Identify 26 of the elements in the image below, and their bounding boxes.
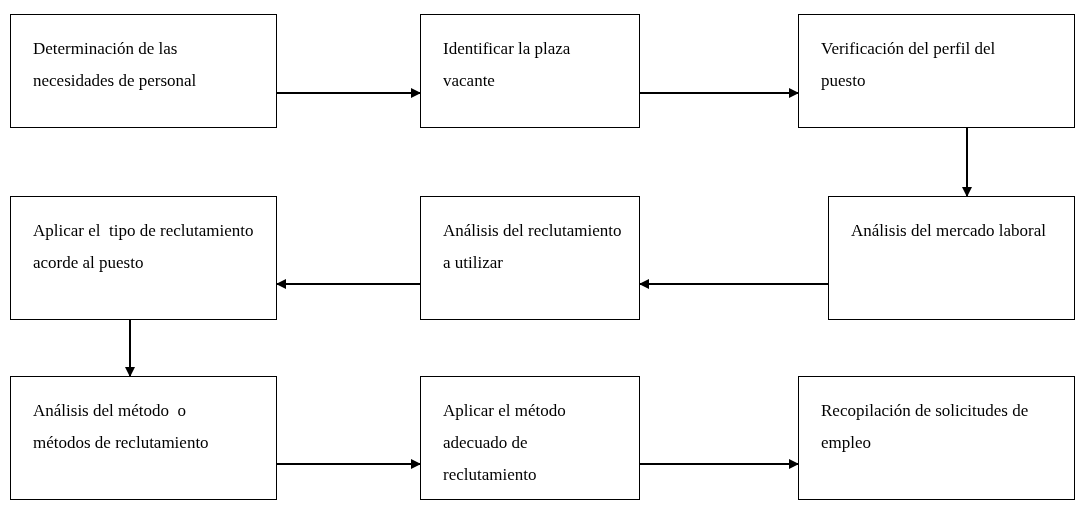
arrow: [276, 279, 421, 289]
arrow: [276, 88, 421, 98]
arrow: [125, 319, 135, 377]
step-text: Verificación del perfil del puesto: [821, 38, 996, 92]
step-text: Determinación de las necesidades de personal: [33, 38, 198, 92]
step-text: Análisis del reclutamiento a utilizar: [443, 220, 623, 274]
step-text: Análisis del mercado laboral: [851, 220, 1047, 242]
arrow: [639, 459, 799, 469]
process-box: [420, 376, 640, 500]
step-text: Aplicar el tipo de reclutamiento acorde al puesto: [33, 220, 255, 274]
process-box: [10, 196, 277, 320]
arrow: [639, 279, 829, 289]
arrow: [276, 459, 421, 469]
process-box: [10, 14, 277, 128]
process-box: [798, 14, 1075, 128]
process-box: [420, 196, 640, 320]
step-text: Recopilación de solicitudes de empleo: [821, 400, 1030, 454]
process-box: [420, 14, 640, 128]
process-box: [10, 376, 277, 500]
arrow: [962, 127, 972, 197]
step-text: Análisis del método o métodos de reclutamiento: [33, 400, 210, 454]
process-box: [828, 196, 1075, 320]
process-box: [798, 376, 1075, 500]
step-text: Aplicar el método adecuado de reclutamiento: [443, 400, 567, 486]
step-text: Identificar la plaza vacante: [443, 38, 572, 92]
arrow: [639, 88, 799, 98]
